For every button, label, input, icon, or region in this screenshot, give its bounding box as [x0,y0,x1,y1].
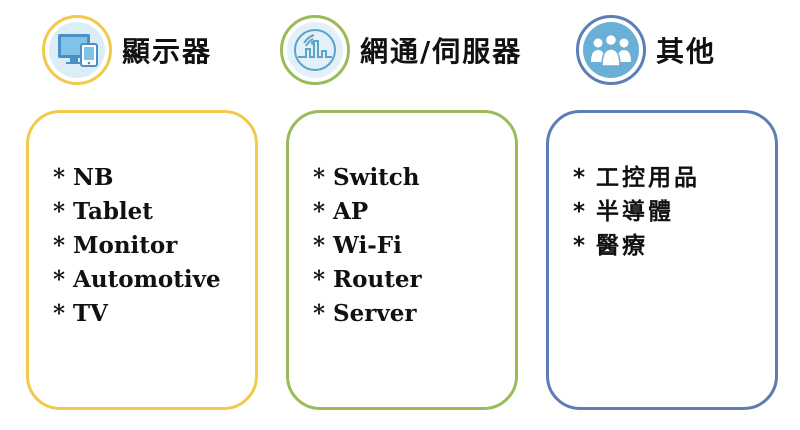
item-list-others: *工控用品 *半導體 *醫療 [573,161,700,263]
people-group-icon [583,22,639,78]
list-item: *工控用品 [573,165,701,191]
category-heading-others: 其他 [656,35,717,68]
item-list-network: *Switch *AP *Wi-Fi *Router *Server [313,161,422,331]
category-header-others: 其他 [576,15,716,85]
icon-badge-display [42,15,112,85]
icon-badge-others [576,15,646,85]
category-heading-network: 網通/伺服器 [360,35,523,68]
list-item: *TV [53,300,108,327]
list-item: *Automotive [53,266,221,293]
category-box-network: *Switch *AP *Wi-Fi *Router *Server [286,110,518,410]
list-item: *Server [313,300,417,327]
network-signal-icon [287,22,343,78]
icon-badge-network [280,15,350,85]
list-item: *Router [313,266,422,293]
list-item: *半導體 [573,199,675,225]
list-item: *Monitor [53,232,178,259]
display-devices-icon [49,22,105,78]
category-box-display: *NB *Tablet *Monitor *Automotive *TV [26,110,258,410]
list-item: *Tablet [53,198,153,225]
list-item: *Switch [313,164,420,191]
category-box-others: *工控用品 *半導體 *醫療 [546,110,778,410]
category-heading-display: 顯示器 [122,35,213,68]
item-list-display: *NB *Tablet *Monitor *Automotive *TV [53,161,221,331]
list-item: *AP [313,198,369,225]
list-item: *醫療 [573,233,649,259]
list-item: *NB [53,164,114,191]
list-item: *Wi-Fi [313,232,402,259]
category-header-network: 網通/伺服器 [280,15,522,85]
category-header-display: 顯示器 [42,15,212,85]
